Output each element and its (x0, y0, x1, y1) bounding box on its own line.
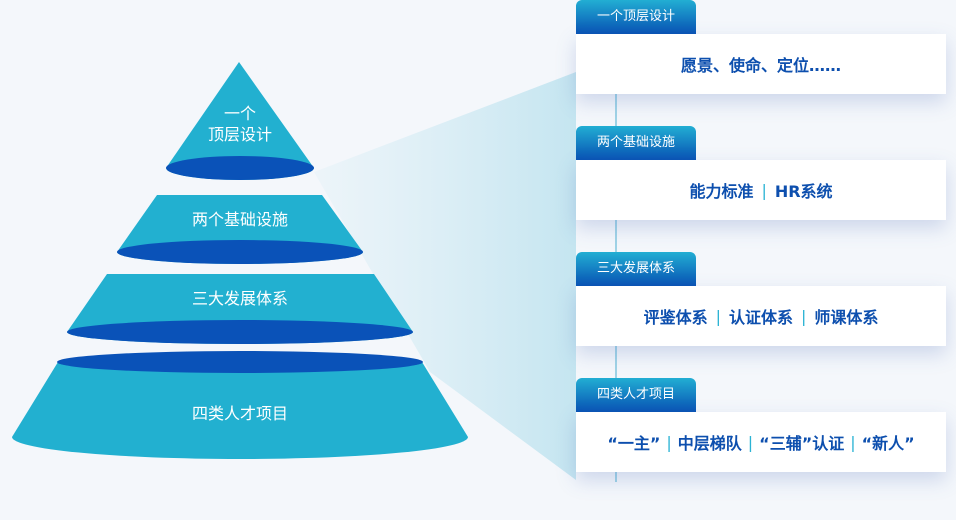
separator: | (747, 432, 754, 452)
card-4: “一主” | 中层梯队 | “三辅”认证 | “新人” (576, 412, 946, 472)
card-tab-2: 两个基础设施 (576, 126, 696, 160)
pyramid-layer-2 (117, 195, 363, 264)
card-item: 中层梯队 (677, 434, 742, 453)
card-item: “一主” (607, 434, 661, 453)
card-3: 评鉴体系 | 认证体系 | 师课体系 (576, 286, 946, 346)
label-line: 一个 (223, 104, 256, 123)
separator: | (761, 180, 767, 200)
label-line: 顶层设计 (207, 125, 272, 144)
card-item: 认证体系 (728, 308, 793, 327)
pyramid-layer-4 (12, 351, 468, 459)
card-tab-3: 三大发展体系 (576, 252, 696, 286)
card-2: 能力标准 | HR系统 (576, 160, 946, 220)
pyramid-label-3: 三大发展体系 (191, 289, 288, 308)
separator: | (850, 432, 856, 452)
card-item: 能力标准 (689, 182, 754, 201)
card-item: 评鉴体系 (643, 308, 708, 327)
card-item: 师课体系 (814, 308, 879, 327)
pyramid-label-2: 两个基础设施 (191, 210, 288, 229)
separator: | (715, 306, 721, 326)
pyramid-layer-3 (67, 274, 413, 344)
card-tab-1: 一个顶层设计 (576, 0, 696, 34)
card-tab-4: 四类人才项目 (576, 378, 696, 412)
card-item: 愿景、使命、定位…… (680, 56, 841, 75)
separator: | (801, 306, 807, 326)
pyramid-label-1: 一个顶层设计 (140, 103, 340, 145)
card-item: “三辅”认证 (759, 434, 845, 453)
pyramid-layer-1 (166, 62, 314, 180)
light-beam (314, 72, 576, 480)
card-item: “新人” (861, 434, 915, 453)
card-1: 愿景、使命、定位…… (576, 34, 946, 94)
card-item: HR系统 (774, 182, 833, 201)
pyramid-label-4: 四类人才项目 (191, 404, 288, 423)
separator: | (666, 432, 672, 452)
